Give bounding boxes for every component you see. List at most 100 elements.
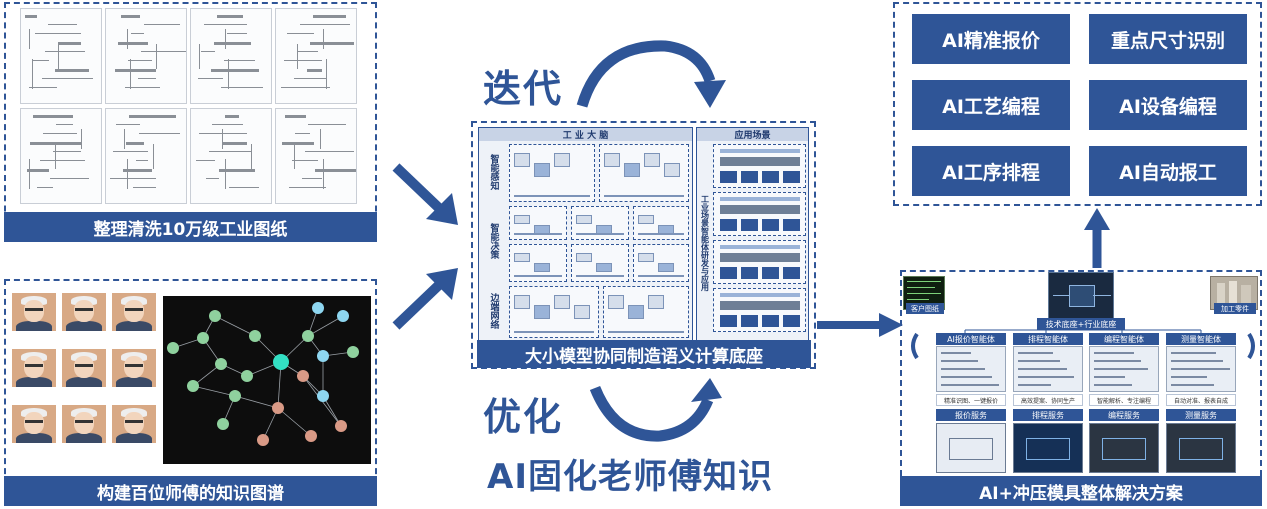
avatar-glasses [25,420,43,423]
brain-link [576,233,624,235]
graph-node [217,418,229,430]
brain-node [534,305,550,319]
drawing-line [32,60,49,61]
drawing-line [118,42,148,45]
drawing-line [153,144,154,169]
agent-header: 排程智能体 [1013,333,1083,345]
master-avatar [112,293,156,331]
service-detail [1026,438,1070,460]
app-header [720,197,800,201]
master-avatar [112,405,156,443]
drawings-caption: 整理清洗10万级工业图纸 [4,212,377,242]
service-image [1166,423,1236,473]
drawing-line [229,187,259,188]
app-header [720,245,800,249]
drawing-line [224,60,255,61]
scene-agent-label: 工业场景智能体研发与应用 [700,195,710,291]
drawing-line [129,115,176,118]
app-node [720,315,737,327]
graph-node [229,390,241,402]
drawing-line [206,178,219,179]
avatar-face [124,412,144,434]
master-avatar [62,293,106,331]
drawing-line [29,159,30,189]
drawing-line [29,29,30,49]
drawing-line [294,144,295,169]
avatar-face [24,412,44,434]
drawing-line [45,51,85,52]
drawing-line [225,29,226,49]
brain-node [628,305,644,319]
drawing-line [33,115,73,118]
brain-link [514,331,594,333]
drawing-line [297,44,298,69]
app-node [720,267,737,279]
brain-module [571,244,629,282]
brain-node [534,263,550,272]
screenshot-line [1171,376,1207,378]
optimize-label: 优化 [483,395,564,439]
drawing-line [42,78,93,79]
app-node [783,267,800,279]
agent-note: 高效提案、协同生产 [1013,394,1083,406]
row-label-sensing: 智能感知 [488,154,499,190]
screenshot-line [1094,384,1132,386]
drawing-line [201,51,215,52]
cycle-arrow-top-icon [576,40,726,108]
knowledge-graph [163,296,371,464]
drawing-line [53,151,81,152]
service-image [1089,423,1159,473]
brain-node [604,153,620,167]
drawing-line [116,124,140,125]
service-detail [949,438,993,460]
brain-link [638,275,684,277]
drawing-line [284,60,322,61]
drawing-line [131,33,144,34]
solution-flow-lines [911,329,1255,360]
service-detail [1179,438,1223,460]
drawing-line [214,42,251,45]
industrial-brain-panel: 工 业 大 脑 智能感知 智能决策 边端网络 [478,127,693,341]
drawing-line [32,59,33,89]
avatar-body [66,433,102,443]
graph-node [249,330,261,342]
avatar-glasses [75,308,93,311]
screenshot-line [1018,384,1051,386]
customer-drawing-tag: 客户图纸 [906,303,944,314]
drawing-line [48,24,77,25]
brain-module [509,144,595,202]
row-label-edge: 边端网络 [488,293,499,329]
brain-link [576,275,624,277]
drawing-line [305,151,354,152]
app-node [783,219,800,231]
avatar-body [116,433,152,443]
drawing-line [227,33,247,34]
agent-screenshot [936,346,1006,392]
graph-edge [234,395,279,409]
industrial-brain-title: 工 业 大 脑 [479,128,692,141]
capability-button: AI设备编程 [1089,80,1247,130]
app-image [720,157,800,166]
app-module [713,240,806,284]
drawing-line [225,115,239,118]
screenshot-line [1018,376,1074,378]
graph-node [209,310,221,322]
drawing-line [222,142,247,145]
avatar-body [66,377,102,387]
app-node [720,171,737,183]
brain-module [599,144,689,202]
solution-caption: AI+冲压模具整体解决方案 [900,476,1262,506]
brain-node [644,153,660,167]
drawing-line [50,178,89,179]
brain-link [638,233,684,235]
app-blocks [713,144,807,339]
drawing-line [287,33,314,34]
agent-note: 精准识图、一键报价 [936,394,1006,406]
brain-node [574,305,590,319]
drawing-line [144,24,180,25]
arrow-knowledge-to-platform-icon [392,268,458,330]
application-panel: 应用场景 工业场景智能体研发与应用 [696,127,809,341]
screenshot-line [1171,352,1216,354]
drawing-line [323,159,324,189]
capability-button: AI自动报工 [1089,146,1247,196]
